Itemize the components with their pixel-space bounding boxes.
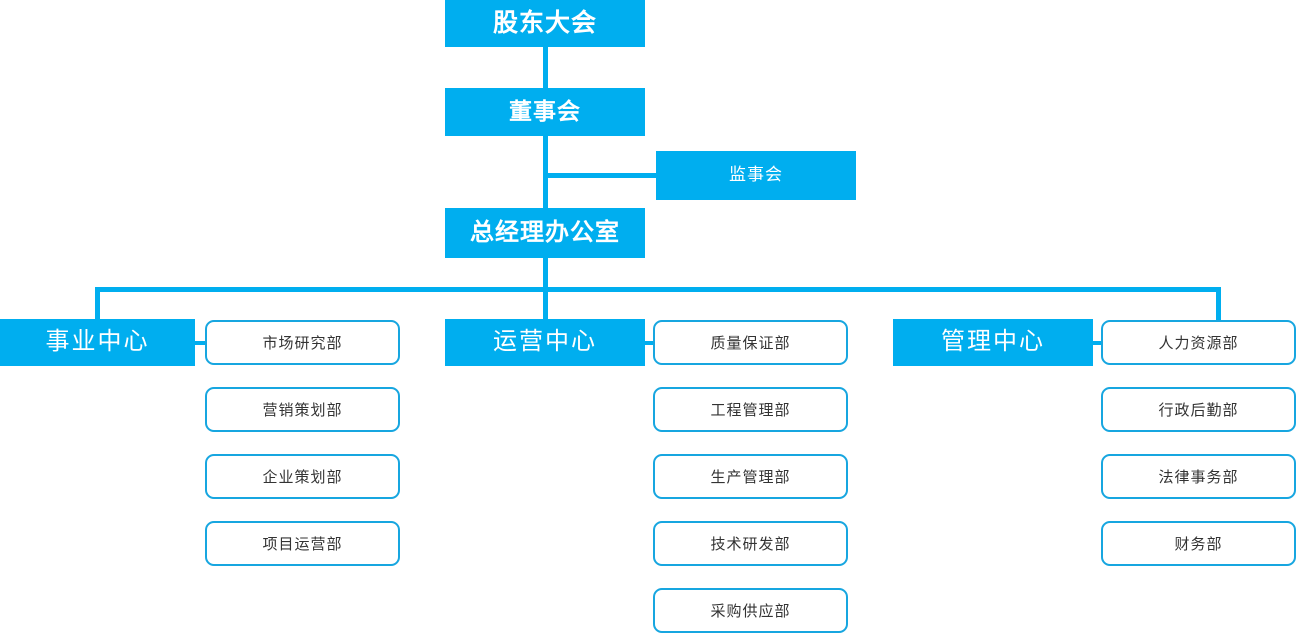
node-general-manager-office[interactable]: 总经理办公室 — [445, 208, 645, 258]
node-department-enterprise-planning[interactable]: 企业策划部 — [205, 454, 400, 499]
connector-shareholders-board — [543, 45, 548, 90]
node-shareholders-meeting[interactable]: 股东大会 — [445, 0, 645, 47]
connector-management-center-dept — [1092, 341, 1104, 345]
node-department-quality-assurance[interactable]: 质量保证部 — [653, 320, 848, 365]
connector-trunk-business-center — [95, 287, 100, 321]
node-department-marketing-planning[interactable]: 营销策划部 — [205, 387, 400, 432]
node-center-management-center-label: 管理中心 — [941, 328, 1045, 356]
node-department-production-management-label: 生产管理部 — [710, 469, 791, 486]
node-department-human-resources-label: 人力资源部 — [1158, 335, 1239, 352]
node-department-engineering-management[interactable]: 工程管理部 — [653, 387, 848, 432]
node-shareholders-meeting-label: 股东大会 — [492, 8, 597, 37]
connector-trunk-operations-center — [543, 287, 548, 321]
connector-business-center-dept — [194, 341, 206, 345]
node-board-of-supervisors-label: 监事会 — [729, 165, 783, 185]
node-department-market-research-label: 市场研究部 — [262, 335, 343, 352]
node-department-legal-affairs-label: 法律事务部 — [1158, 469, 1239, 486]
connector-trunk-management-center — [1216, 287, 1221, 321]
node-department-technology-rd-label: 技术研发部 — [710, 536, 791, 553]
node-department-production-management[interactable]: 生产管理部 — [653, 454, 848, 499]
node-department-finance[interactable]: 财务部 — [1101, 521, 1296, 566]
node-center-business-center-label: 事业中心 — [45, 328, 150, 356]
node-department-procurement-supply-label: 采购供应部 — [710, 603, 791, 620]
node-department-project-operations-label: 项目运营部 — [262, 536, 343, 553]
connector-centers-trunk — [95, 287, 1221, 292]
node-board-of-directors-label: 董事会 — [509, 98, 581, 125]
node-department-administration-logistics[interactable]: 行政后勤部 — [1101, 387, 1296, 432]
node-department-legal-affairs[interactable]: 法律事务部 — [1101, 454, 1296, 499]
node-general-manager-office-label: 总经理办公室 — [470, 218, 620, 246]
connector-gm-trunk — [543, 256, 548, 292]
node-center-business-center[interactable]: 事业中心 — [0, 319, 195, 366]
node-department-project-operations[interactable]: 项目运营部 — [205, 521, 400, 566]
node-department-finance-label: 财务部 — [1174, 536, 1223, 553]
node-center-operations-center[interactable]: 运营中心 — [445, 319, 645, 366]
node-board-of-supervisors[interactable]: 监事会 — [656, 151, 856, 200]
node-center-management-center[interactable]: 管理中心 — [893, 319, 1093, 366]
node-board-of-directors[interactable]: 董事会 — [445, 88, 645, 136]
node-department-market-research[interactable]: 市场研究部 — [205, 320, 400, 365]
node-center-operations-center-label: 运营中心 — [493, 328, 597, 356]
node-department-procurement-supply[interactable]: 采购供应部 — [653, 588, 848, 633]
node-department-human-resources[interactable]: 人力资源部 — [1101, 320, 1296, 365]
node-department-engineering-management-label: 工程管理部 — [710, 402, 791, 419]
connector-operations-center-dept — [644, 341, 656, 345]
node-department-quality-assurance-label: 质量保证部 — [710, 335, 791, 352]
node-department-administration-logistics-label: 行政后勤部 — [1158, 402, 1239, 419]
node-department-technology-rd[interactable]: 技术研发部 — [653, 521, 848, 566]
node-department-marketing-planning-label: 营销策划部 — [262, 402, 343, 419]
node-department-enterprise-planning-label: 企业策划部 — [262, 469, 343, 486]
connector-board-supervisors — [543, 173, 658, 178]
